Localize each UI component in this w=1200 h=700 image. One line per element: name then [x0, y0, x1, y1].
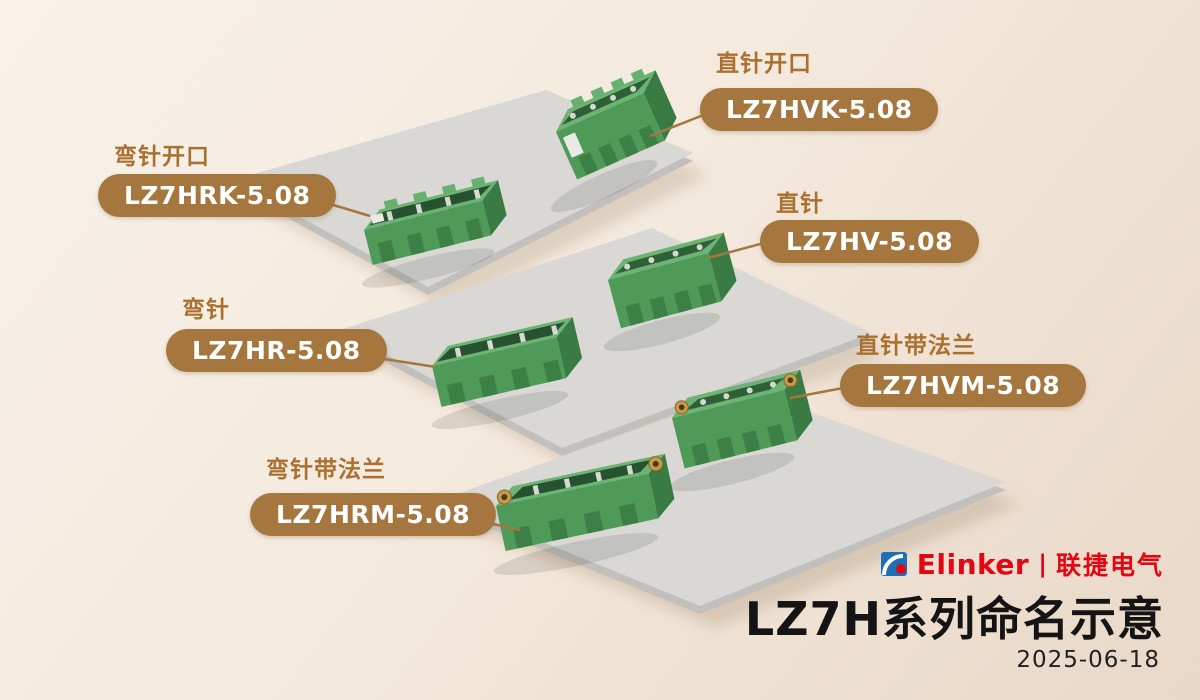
code-badge-lz7hvm: LZ7HVM-5.08: [840, 364, 1087, 407]
brand-name-cn: 联捷电气: [1055, 551, 1164, 580]
connector-shadow: [431, 390, 569, 430]
leader-line-lz7hv: [707, 241, 765, 260]
connector-lz7hrm: [496, 453, 675, 551]
category-label-lz7hrk: 弯针开口: [114, 144, 210, 170]
connector-shadow: [669, 452, 795, 492]
code-badge-lz7hrm: LZ7HRM-5.08: [250, 493, 497, 536]
connector-lz7hr: [432, 317, 583, 407]
category-label-lz7hvk: 直针开口: [716, 51, 812, 77]
category-label-lz7hrm: 弯针带法兰: [266, 457, 386, 483]
pcb-board-bottom: [440, 390, 1006, 614]
category-label-lz7hr: 弯针: [182, 297, 230, 323]
brand-logo: Elinker | 联捷电气: [880, 546, 1164, 582]
connector-shadow: [493, 532, 659, 576]
connector-shadow: [361, 248, 495, 288]
connector-lz7hrk: [364, 176, 507, 265]
connector-lz7hvm: [672, 369, 813, 469]
code-badge-lz7hr: LZ7HR-5.08: [166, 329, 387, 372]
code-badge-lz7hv: LZ7HV-5.08: [760, 220, 979, 263]
connector-lz7hvk: [556, 68, 677, 180]
connector-lz7hv: [608, 232, 737, 329]
brand-divider: |: [1038, 550, 1047, 578]
leader-line-lz7hvm: [789, 386, 844, 400]
category-label-lz7hv: 直针: [776, 191, 824, 217]
brand-name: Elinker: [916, 547, 1030, 581]
brand-logo-icon: [880, 552, 907, 576]
leader-line-lz7hvk: [649, 112, 707, 138]
code-badge-lz7hrk: LZ7HRK-5.08: [98, 174, 337, 217]
page-title: LZ7H系列命名示意: [744, 592, 1164, 646]
connector-shadow: [603, 312, 721, 352]
code-badge-lz7hvk: LZ7HVK-5.08: [700, 88, 939, 131]
category-label-lz7hvm: 直针带法兰: [856, 333, 976, 359]
connector-shadow: [550, 159, 658, 213]
date-label: 2025-06-18: [1016, 647, 1160, 673]
